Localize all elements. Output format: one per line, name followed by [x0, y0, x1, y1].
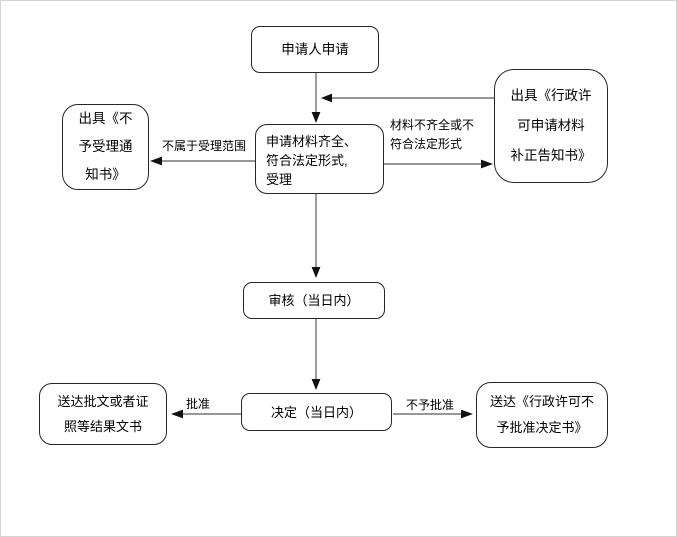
edge-label-not-approved: 不予批准 — [405, 398, 454, 412]
node-deliver-approval-line2: 照等结果文书 — [63, 419, 142, 434]
arrowhead-review-to-decide — [311, 379, 321, 390]
edge-label-materials-incomplete: 材料不齐全或不 符合法定形式 — [390, 116, 474, 154]
arrowhead-decide-to-denial — [461, 409, 473, 419]
arrowhead-accept-to-supplement — [481, 159, 493, 169]
node-decision-label: 决定（当日内） — [270, 404, 362, 420]
node-accept-line3: 受理 — [266, 171, 293, 187]
node-rejection-notice-line1: 出具《不 — [78, 111, 133, 126]
node-supplement-notice: 出具《行政许 可申请材料 补正告知书》 — [494, 69, 608, 183]
node-decision-same-day: 决定（当日内） — [241, 393, 392, 431]
edge-label-approved: 批准 — [185, 397, 210, 411]
edge-label-out-of-scope: 不属于受理范围 — [161, 139, 246, 153]
node-supplement-notice-line3: 补正告知书》 — [510, 148, 592, 163]
node-review-label: 审核（当日内） — [268, 293, 360, 308]
node-applicant-apply-label: 申请人申请 — [281, 42, 349, 57]
node-rejection-notice-line3: 知书》 — [85, 167, 126, 182]
arrowhead-accept-to-review — [311, 267, 321, 278]
arrowhead-accept-to-reject — [150, 156, 162, 166]
node-accept-line2: 符合法定形式, — [266, 152, 348, 168]
node-deliver-denial-line1: 送达《行政许可不 — [489, 394, 594, 409]
edge-label-materials-incomplete-line2: 符合法定形式 — [390, 137, 463, 151]
node-rejection-notice: 出具《不 予受理通 知书》 — [62, 104, 149, 190]
node-deliver-denial-decision: 送达《行政许可不 予批准决定书》 — [476, 382, 608, 448]
node-deliver-denial-line2: 予批准决定书》 — [496, 420, 588, 435]
node-deliver-approval-documents: 送达批文或者证 照等结果文书 — [39, 383, 167, 445]
arrowhead-apply-to-accept — [311, 112, 321, 123]
node-supplement-notice-line2: 可申请材料 — [517, 118, 585, 133]
arrowhead-supplement-feedback — [321, 93, 332, 103]
node-applicant-apply: 申请人申请 — [251, 26, 379, 73]
node-supplement-notice-line1: 出具《行政许 — [510, 88, 592, 103]
node-review-same-day: 审核（当日内） — [243, 282, 385, 319]
node-accept-materials: 申请材料齐全、 符合法定形式, 受理 — [255, 124, 384, 194]
node-accept-line1: 申请材料齐全、 — [266, 133, 358, 149]
node-rejection-notice-line2: 予受理通 — [78, 139, 133, 154]
edge-label-materials-incomplete-line1: 材料不齐全或不 — [390, 118, 475, 132]
node-deliver-approval-line1: 送达批文或者证 — [57, 394, 149, 409]
